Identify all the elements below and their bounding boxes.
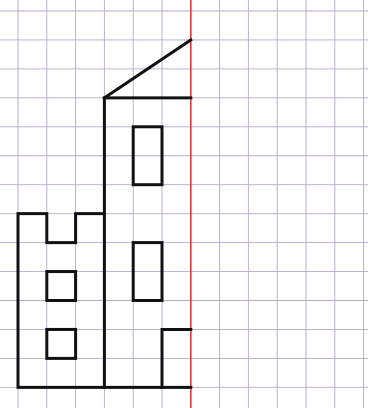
paper-background — [0, 0, 368, 408]
grid-paper-canvas — [0, 0, 368, 408]
